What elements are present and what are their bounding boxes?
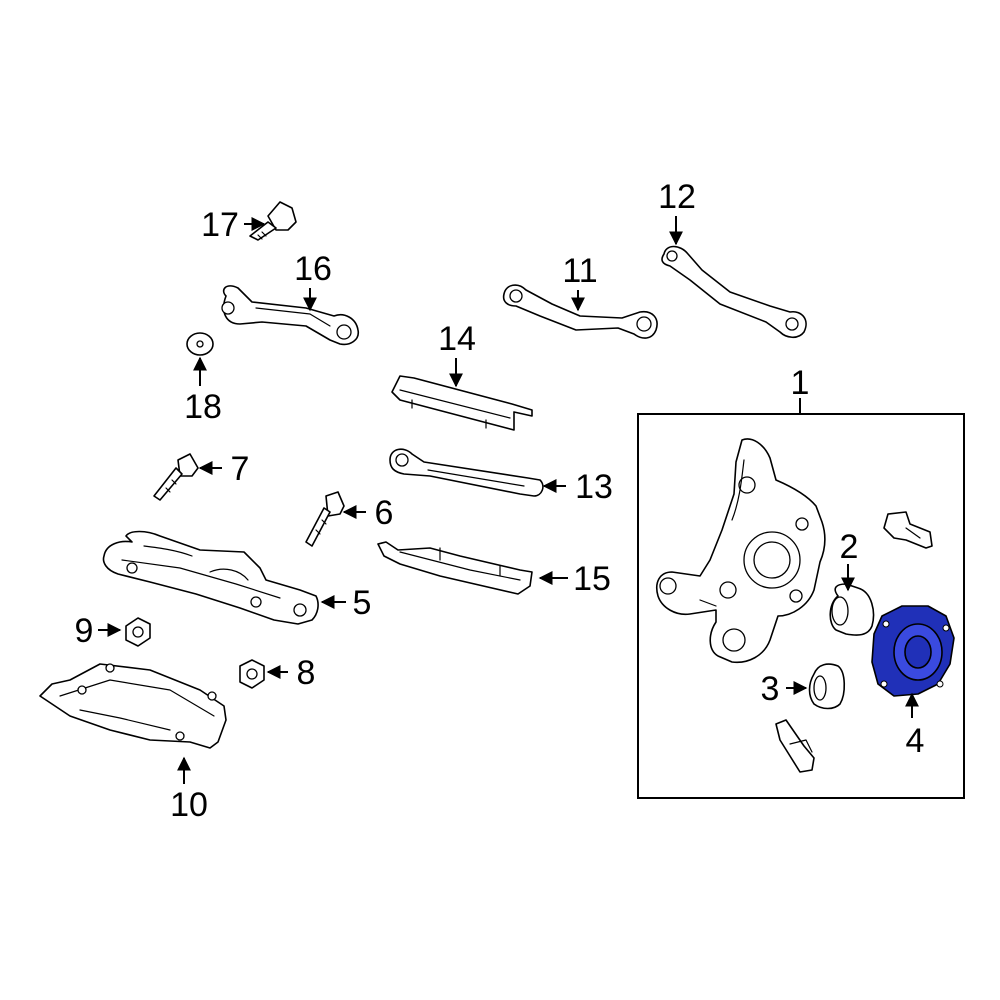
bolt-part-17[interactable] xyxy=(249,201,297,241)
hub-bearing-inner xyxy=(904,635,932,669)
control-arm-part-16[interactable] xyxy=(221,285,360,346)
bushing-part-2[interactable] xyxy=(829,583,875,636)
callout-labels: 1 2 3 4 5 6 7 8 9 10 11 12 13 14 15 16 1… xyxy=(75,178,925,824)
callout-10: 10 xyxy=(170,786,208,824)
callout-9: 9 xyxy=(75,612,94,650)
washer-part-18[interactable] xyxy=(186,332,214,356)
leader-lines xyxy=(98,216,919,784)
hub-bearing-part-4[interactable] xyxy=(871,605,955,697)
control-arm-part-11[interactable] xyxy=(502,284,658,339)
control-arm-part-13[interactable] xyxy=(389,448,544,497)
nut-part-9[interactable] xyxy=(125,617,151,647)
bushing-part-3[interactable] xyxy=(808,663,846,710)
callout-1: 1 xyxy=(791,364,810,402)
nut-part-8[interactable] xyxy=(239,659,265,689)
callout-3: 3 xyxy=(761,670,780,708)
bolt-part-6[interactable] xyxy=(305,491,345,547)
callout-2: 2 xyxy=(840,528,859,566)
callout-4: 4 xyxy=(906,722,925,760)
lower-control-arm-part-5[interactable] xyxy=(102,530,319,625)
control-arm-part-12[interactable] xyxy=(661,245,807,339)
bolt-part-7[interactable] xyxy=(153,453,199,501)
callout-12: 12 xyxy=(658,178,696,216)
sensor-bracket[interactable] xyxy=(775,719,815,773)
callout-5: 5 xyxy=(353,584,372,622)
callout-6: 6 xyxy=(375,494,394,532)
callout-18: 18 xyxy=(184,388,222,426)
bracket-part-15[interactable] xyxy=(377,541,533,595)
callout-11: 11 xyxy=(562,252,597,290)
callout-14: 14 xyxy=(438,320,476,358)
callout-8: 8 xyxy=(297,654,316,692)
callout-17: 17 xyxy=(201,206,239,244)
callout-15: 15 xyxy=(573,560,611,598)
knuckle-bolt[interactable] xyxy=(883,511,933,549)
callout-16: 16 xyxy=(294,250,332,288)
callout-13: 13 xyxy=(575,468,613,506)
reinforcement-plate-part-14[interactable] xyxy=(391,375,533,431)
splash-shield-part-10[interactable] xyxy=(39,663,227,749)
callout-7: 7 xyxy=(231,450,250,488)
knuckle-part[interactable] xyxy=(656,438,826,664)
